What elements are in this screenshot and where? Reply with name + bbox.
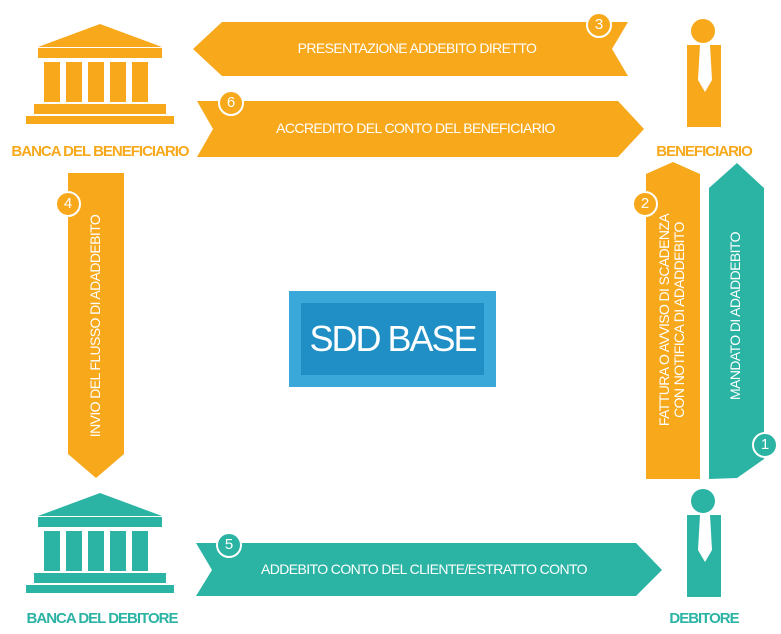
step-2-label-line2: CON NOTIFICA DI ADADDEBITO <box>671 222 687 418</box>
step-5-label: ADDEBITO CONTO DEL CLIENTE/ESTRATTO CONT… <box>261 561 588 577</box>
step-4-badge: 4 <box>55 191 81 217</box>
step-1-badge: 1 <box>752 432 778 458</box>
person-icon <box>687 19 721 127</box>
node-label-bank-debtor: BANCA DEL DEBITORE <box>26 610 179 627</box>
center-box: SDD BASE <box>289 291 496 387</box>
step-6-badge: 6 <box>218 90 244 116</box>
arrow-step-1 <box>709 163 764 479</box>
step-2-label-line1: FATTURA O AVVISO DI SCADENZA <box>656 213 672 427</box>
node-label-bank-beneficiary: BANCA DEL BENEFICIARIO <box>11 143 189 160</box>
step-3-badge: 3 <box>586 12 612 38</box>
person-icon <box>687 489 721 597</box>
bank-icon <box>26 24 174 124</box>
step-1-label: MANDATO DI ADADDEBITO <box>727 232 743 400</box>
step-5-badge: 5 <box>216 532 242 558</box>
arrow-step-6 <box>197 101 644 157</box>
center-box-inner: SDD BASE <box>301 303 484 375</box>
arrow-step-4 <box>68 173 124 478</box>
arrow-step-5 <box>196 543 662 596</box>
center-title: SDD BASE <box>309 318 477 359</box>
step-2-label: FATTURA O AVVISO DI SCADENZA CON NOTIFIC… <box>656 175 689 465</box>
step-2-badge: 2 <box>632 191 658 217</box>
step-4-label: INVIO DEL FLUSSO DI ADADDEBITO <box>87 214 103 438</box>
step-3-label: PRESENTAZIONE ADDEBITO DIRETTO <box>297 40 537 56</box>
node-label-debtor: DEBITORE <box>669 610 739 627</box>
arrow-step-3 <box>193 22 628 76</box>
arrow-step-2 <box>646 174 700 479</box>
arrow-step-2-head <box>646 162 700 174</box>
node-label-beneficiary: BENEFICIARIO <box>656 143 753 160</box>
step-6-label: ACCREDITO DEL CONTO DEL BENEFICIARIO <box>276 120 555 136</box>
bank-icon <box>26 493 174 593</box>
